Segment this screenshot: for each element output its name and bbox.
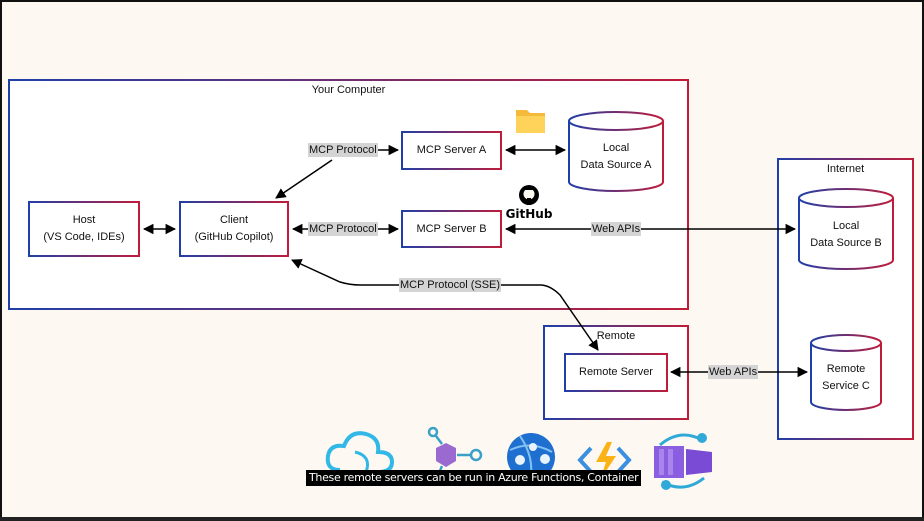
edge-label-web-apis-b: Web APIs [591,222,642,236]
edge-label-mcp-protocol-a: MCP Protocol [308,143,378,157]
mcp-server-b-label: MCP Server B [416,222,487,235]
local-data-source-a[interactable]: Local Data Source A [569,140,663,180]
your-computer-container: Your Computer [8,79,689,310]
edge-label-mcp-protocol-b: MCP Protocol [308,222,378,236]
mcp-server-a-label: MCP Server A [416,144,487,156]
host-node[interactable]: Host (VS Code, IDEs) [28,201,140,257]
client-node[interactable]: Client (GitHub Copilot) [179,201,289,257]
local-data-source-a-line1: Local [602,142,630,154]
host-title: Host [72,214,96,226]
host-subtitle: (VS Code, IDEs) [43,231,125,243]
client-subtitle: (GitHub Copilot) [194,231,274,243]
mcp-server-a-node[interactable]: MCP Server A [401,131,502,170]
edge-label-web-apis-c: Web APIs [708,365,759,379]
video-caption: These remote servers can be run in Azure… [306,470,642,486]
remote-server-node[interactable]: Remote Server [564,353,668,392]
client-title: Client [219,214,249,226]
local-data-source-b[interactable]: Local Data Source B [799,218,893,258]
remote-server-label: Remote Server [579,366,653,378]
remote-service-c[interactable]: Remote Service C [811,361,881,401]
remote-service-c-line1: Remote [826,363,866,375]
local-data-source-b-line1: Local [832,220,860,232]
local-data-source-a-line2: Data Source A [580,159,652,171]
internet-title: Internet [826,163,865,175]
remote-title: Remote [596,330,636,342]
your-computer-title: Your Computer [311,84,386,96]
remote-service-c-line2: Service C [822,380,870,392]
edge-label-mcp-protocol-sse: MCP Protocol (SSE) [399,278,502,292]
local-data-source-b-line2: Data Source B [810,237,882,249]
mcp-server-b-node[interactable]: MCP Server B [401,210,502,248]
bottom-bar [0,517,924,521]
